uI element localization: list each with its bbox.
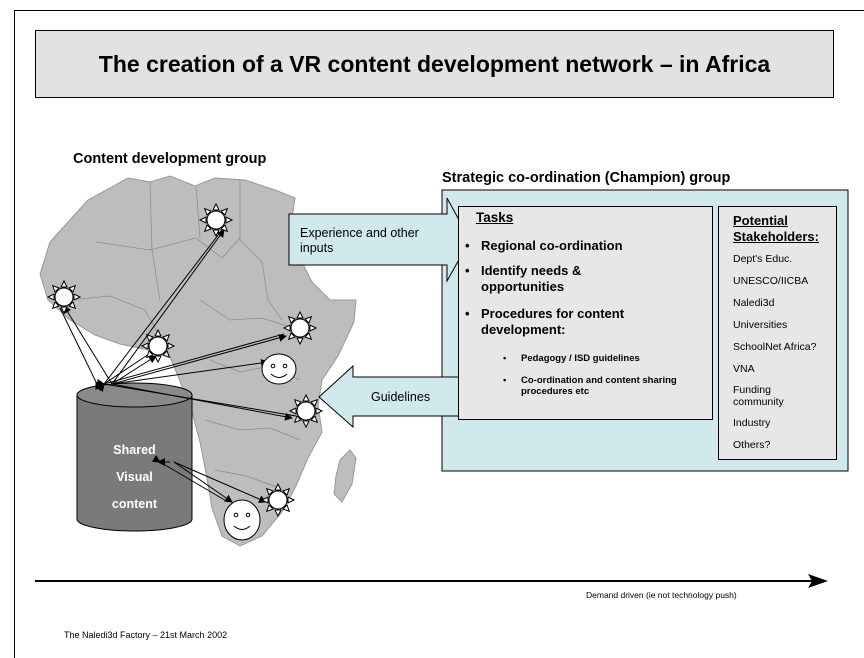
task-text: Procedures for content development:: [481, 306, 625, 337]
madagascar: [333, 449, 357, 503]
bullet: •: [465, 306, 470, 321]
tasks-title: Tasks: [476, 210, 514, 225]
bullet: •: [503, 353, 507, 364]
champion-group-heading: Strategic co-ordination (Champion) group: [442, 170, 731, 186]
experience-arrow-label-1: Experience and other: [300, 226, 419, 240]
stakeholder-item: Dept's Educ.: [733, 253, 793, 265]
page-title: The creation of a VR content development…: [98, 50, 771, 77]
bullet: •: [465, 238, 470, 253]
bullet: •: [465, 263, 470, 278]
guidelines-arrow-label: Guidelines: [371, 390, 431, 404]
stakeholder-item: SchoolNet Africa?: [733, 341, 817, 353]
slide-frame-left: [14, 10, 15, 658]
footer-text: The Naledi3d Factory – 21st March 2002: [64, 630, 228, 640]
sun-icon: [47, 280, 81, 314]
cylinder-label-1: Shared: [113, 443, 156, 457]
stakeholders-title-line2: Stakeholders:: [733, 229, 819, 244]
sun-icon: [199, 203, 233, 237]
sun-icon: [141, 329, 175, 363]
task-text: Regional co-ordination: [481, 238, 623, 253]
guidelines-arrow-shape: [318, 364, 461, 429]
slide-frame-top: [14, 10, 864, 11]
stakeholder-item: Naledi3d: [733, 297, 775, 309]
connection-arrows: [63, 229, 293, 503]
cylinder-label-2: Visual: [116, 470, 153, 484]
subitem-text: Pedagogy / ISD guidelines: [521, 353, 640, 364]
task-text: Identify needs & opportunities: [481, 263, 582, 294]
tasks-box: Tasks • Regional co-ordination • Identif…: [458, 206, 713, 420]
stakeholders-title-line1: Potential: [733, 213, 788, 228]
cylinder-label-3: content: [111, 497, 158, 511]
experience-arrow-label-2: inputs: [300, 241, 334, 255]
stakeholder-item: Funding community: [733, 384, 784, 408]
subitem-text: Co-ordination and content sharing proced…: [521, 375, 677, 397]
smiley-face-icon: [261, 353, 297, 385]
demand-axis-arrowhead: [808, 574, 828, 588]
africa-map: [39, 175, 357, 547]
cylinder-shape: [76, 382, 193, 532]
stakeholder-item: Universities: [733, 319, 788, 331]
demand-axis-label: Demand driven (ie not technology push): [586, 590, 737, 600]
stakeholder-item: Others?: [733, 439, 771, 451]
connection-arrow-heads: [59, 229, 297, 503]
content-development-heading: Content development group: [73, 151, 267, 167]
sun-icon: [261, 483, 295, 517]
stakeholders-box: Potential Stakeholders: Dept's Educ. UNE…: [718, 206, 837, 460]
stakeholder-item: UNESCO/IICBA: [733, 275, 809, 287]
sun-icon: [289, 394, 323, 428]
bullet: •: [503, 375, 507, 386]
sun-icon: [283, 311, 317, 345]
stakeholder-item: Industry: [733, 417, 771, 429]
title-box: The creation of a VR content development…: [35, 30, 834, 98]
stakeholder-item: VNA: [733, 363, 755, 375]
stakeholders-title: Potential Stakeholders:: [733, 213, 819, 245]
smiley-face-icon: [223, 499, 261, 541]
